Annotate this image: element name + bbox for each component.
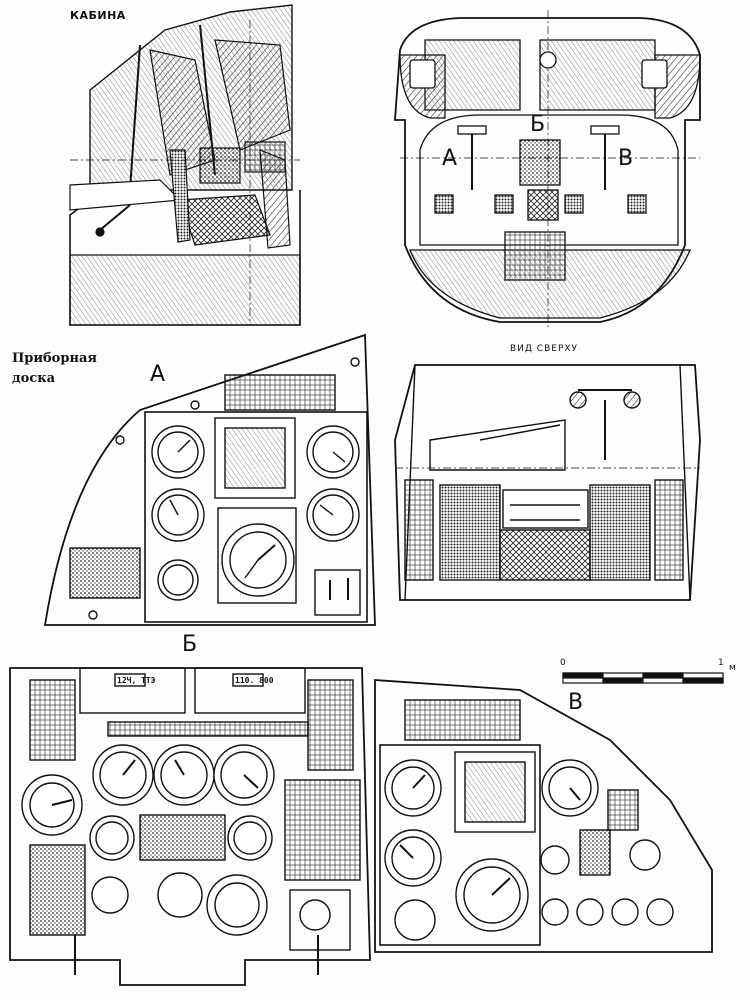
cabin-title: КАБИНА <box>70 9 126 22</box>
panel-b-display-left: 12Ч, ТТЭ <box>117 676 156 685</box>
scale-unit: м <box>729 663 737 673</box>
cross-section-label-a: А <box>442 146 458 171</box>
panel-v <box>374 679 713 953</box>
top-view <box>394 364 701 601</box>
panel-a-label: А <box>150 362 166 387</box>
scale-start: 0 <box>560 658 567 668</box>
panel-v-label: В <box>568 690 584 715</box>
scale-bar <box>562 672 724 684</box>
top-view-title: ВИД СВЕРХУ <box>510 344 579 354</box>
dashboard-title-line1: Приборная <box>12 351 97 366</box>
panel-b-label: Б <box>182 632 198 657</box>
cross-section-label-b: Б <box>530 112 546 137</box>
cross-section-label-v: В <box>618 146 634 171</box>
dashboard-title-line2: доска <box>12 371 56 386</box>
scale-end: 1 <box>718 658 725 668</box>
cabin-cross-section <box>394 10 701 330</box>
panel-b-display-right: 110. 800 <box>235 676 274 685</box>
cabin-side-view <box>69 4 301 326</box>
panel-a <box>43 333 376 626</box>
panel-b <box>9 667 371 986</box>
